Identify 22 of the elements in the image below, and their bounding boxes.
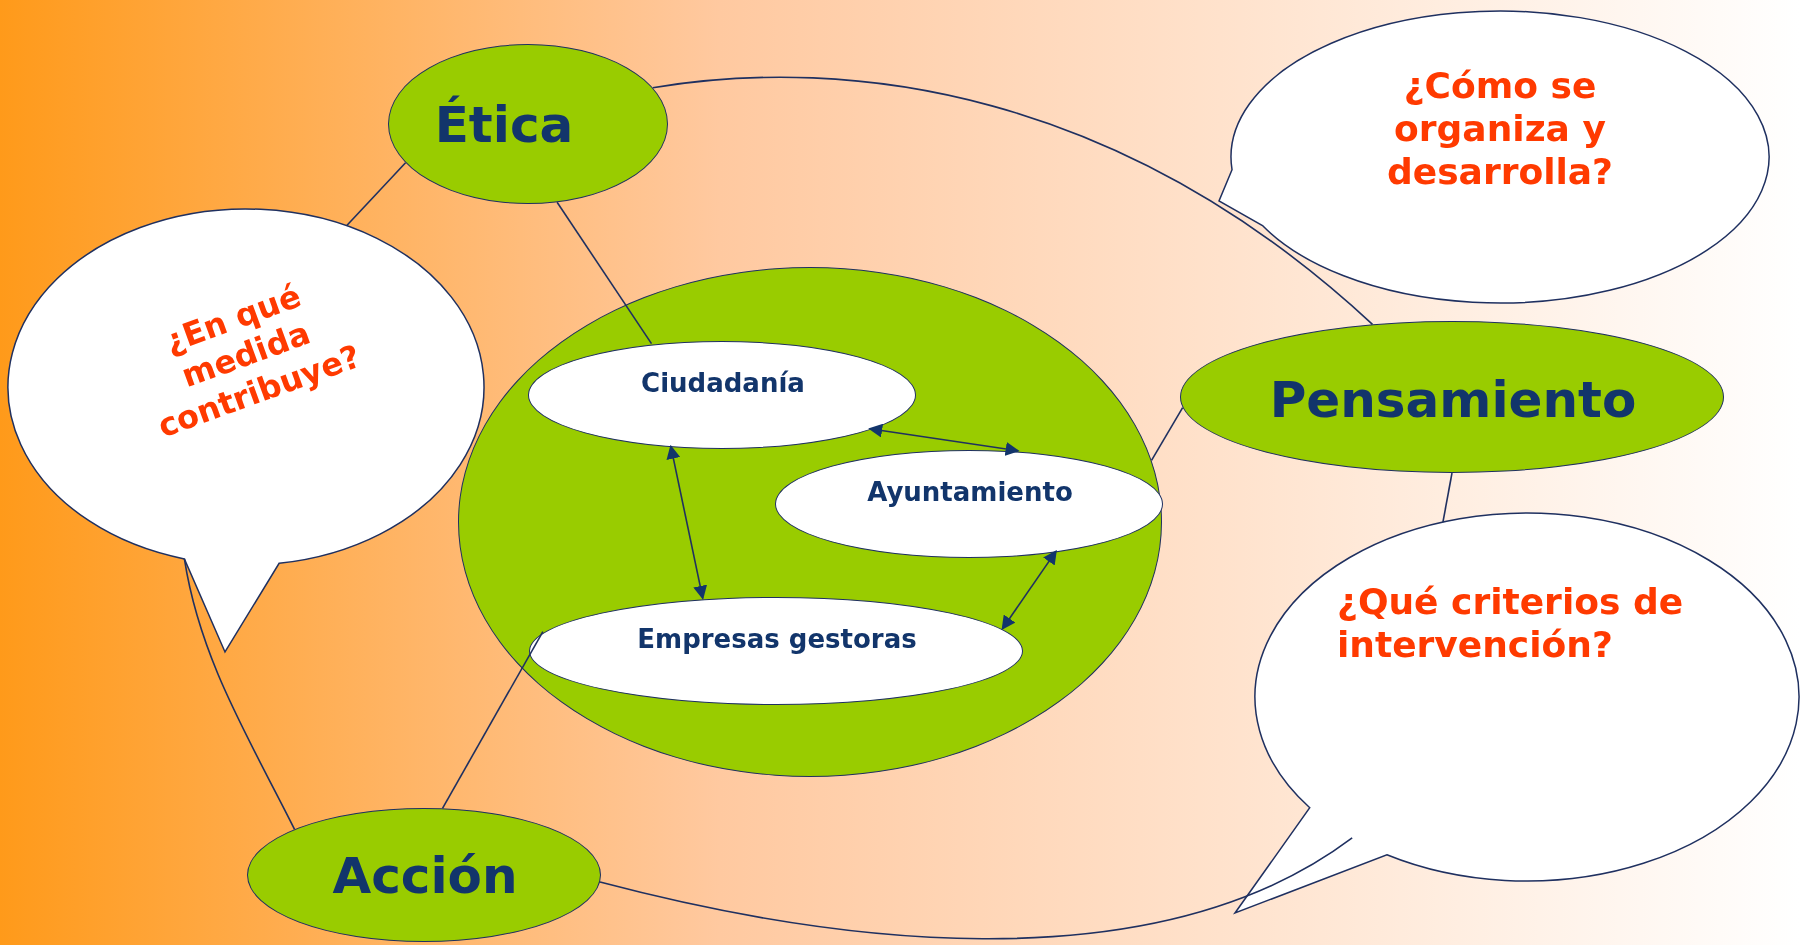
arrow — [868, 423, 1020, 456]
node-label: Pensamiento — [1268, 370, 1638, 430]
question-text: ¿Qué criterios de intervención? — [1337, 579, 1685, 667]
connector-line — [345, 162, 407, 227]
speech-bubble — [8, 209, 484, 654]
connector-line — [441, 630, 544, 810]
connector-line — [1150, 406, 1184, 462]
question-text: ¿Cómo se organiza y desarrolla? — [1386, 64, 1614, 194]
connector-line — [556, 201, 653, 345]
arrow — [666, 444, 708, 600]
connector-line — [651, 76, 1374, 326]
node-label: Acción — [331, 846, 519, 906]
node-label: Ética — [433, 95, 575, 155]
speech-bubble — [1233, 513, 1799, 915]
arrow — [1001, 549, 1057, 631]
node-label: Empresas gestoras — [636, 624, 918, 656]
connector-line — [183, 558, 296, 831]
connector-line — [599, 837, 1353, 940]
speech-bubble — [1217, 11, 1769, 303]
connector-line — [1442, 472, 1453, 523]
node-label: Ciudadanía — [640, 368, 806, 400]
node-label: Ayuntamiento — [866, 477, 1074, 509]
